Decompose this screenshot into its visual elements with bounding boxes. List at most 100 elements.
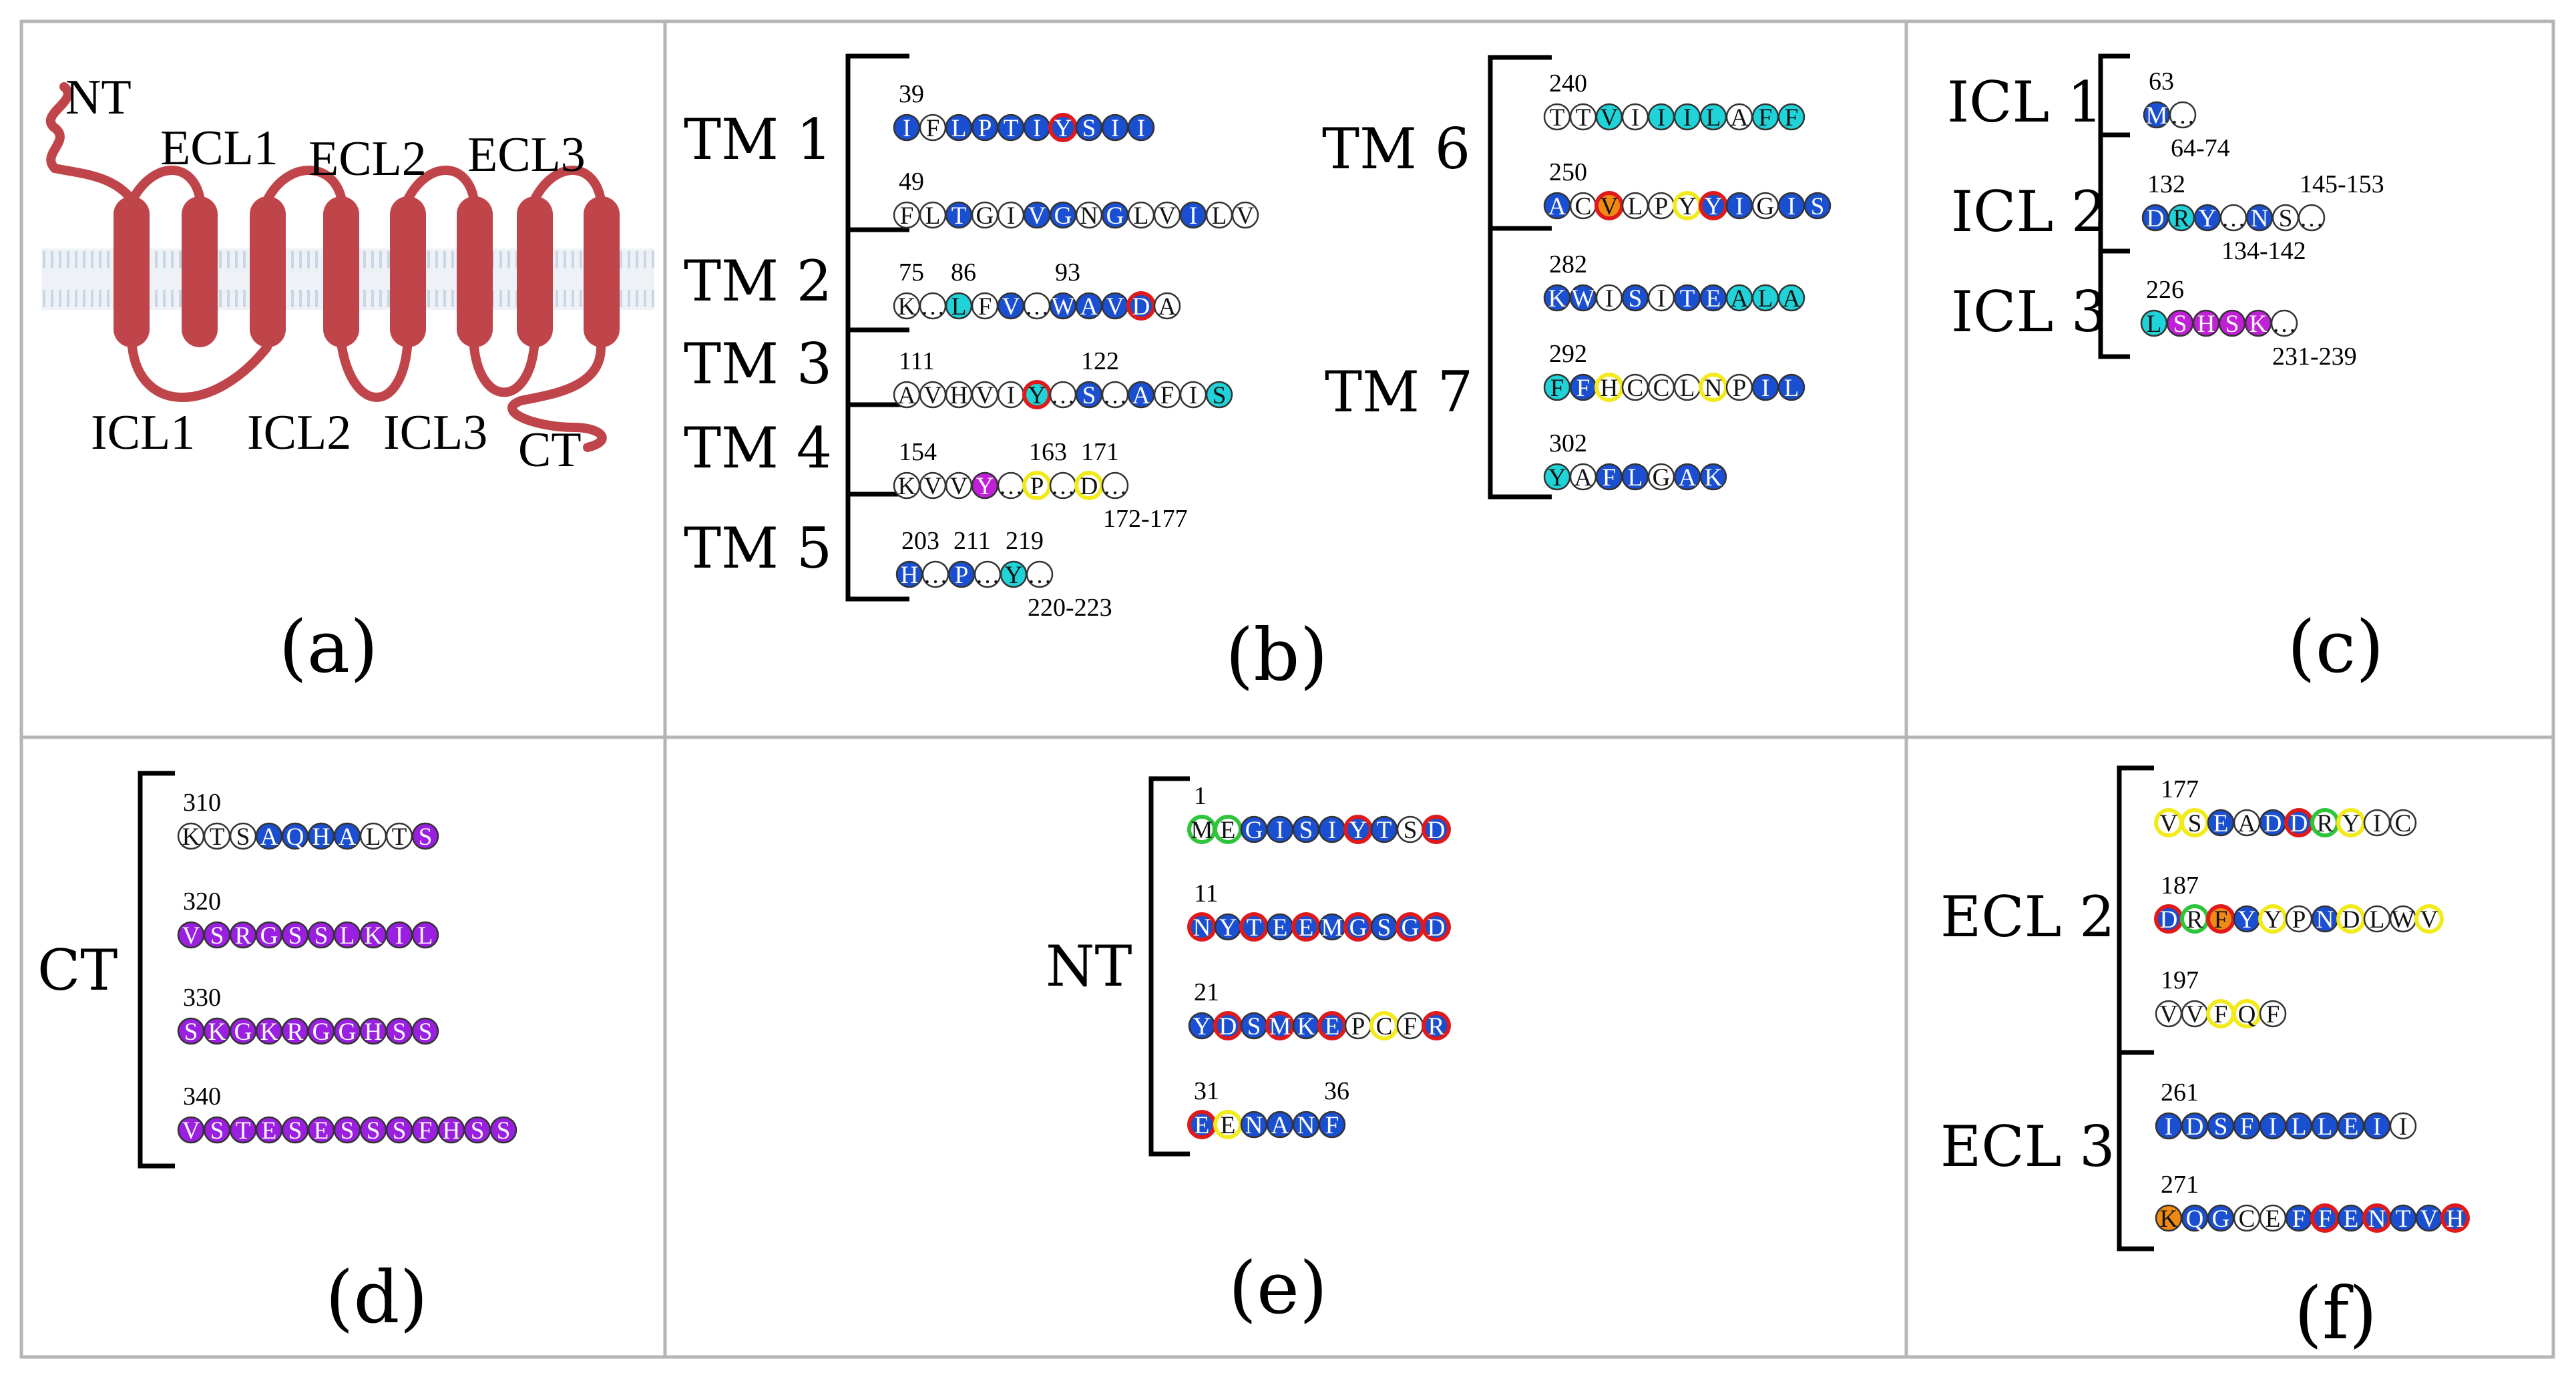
residue-letter: G: [234, 1018, 252, 1046]
residue-letter: F: [2266, 1001, 2280, 1028]
residue-letter: L: [2147, 311, 2162, 338]
residue-letter: C: [2239, 1205, 2256, 1233]
residue-circle: [1318, 1111, 1346, 1139]
residue-letter: D: [1080, 473, 1098, 500]
residue-letter: E: [1325, 1013, 1340, 1040]
residue-letter: V: [1028, 202, 1046, 230]
residue-range: 231-239: [2272, 343, 2357, 371]
residue-letter: G: [976, 202, 994, 230]
residue-letter: A: [339, 823, 357, 851]
residue-letter: D: [1219, 1013, 1237, 1040]
residue-letter: G: [1653, 464, 1671, 492]
residue-letter: H: [443, 1117, 461, 1145]
segment-title-nt: NT: [1046, 934, 1132, 999]
residue-letter: R: [235, 922, 252, 950]
residue-letter: I: [2373, 810, 2381, 837]
residue-letter: I: [1657, 285, 1665, 313]
residue-letter: T: [1680, 285, 1695, 313]
nt-link: [50, 164, 137, 205]
residue-letter: A: [1271, 1112, 1289, 1139]
residue-number: 163: [1029, 438, 1067, 466]
residue-letter: G: [1757, 193, 1775, 220]
residue-letter: S: [1629, 285, 1643, 313]
residue-letter: E: [1299, 914, 1314, 942]
residue-letter: S: [1404, 817, 1418, 844]
residue-letter: E: [2344, 1205, 2359, 1233]
residue-letter: A: [898, 382, 916, 409]
residue-letter: G: [2212, 1205, 2230, 1233]
ecl2-loop: [262, 166, 347, 205]
brackets: [138, 53, 2154, 1251]
residue-letter: L: [1706, 104, 1721, 132]
residue-letter: …: [1025, 293, 1050, 321]
residue-circle: [1422, 1011, 1451, 1040]
residue-letter: I: [1605, 285, 1613, 313]
icl3-loop: [469, 343, 539, 397]
residue-circle: [1699, 463, 1727, 491]
residue-letter: F: [900, 202, 914, 230]
residue-number: 86: [951, 258, 976, 286]
residue-circle: [2298, 204, 2326, 232]
residue-letter: S: [1213, 382, 1227, 409]
residue-number: 93: [1055, 258, 1080, 286]
residue-letter: N: [1080, 202, 1098, 230]
residue-letter: I: [1189, 202, 1197, 230]
residue-letter: G: [1054, 202, 1072, 230]
residue-letter: A: [1731, 285, 1749, 313]
residue-number: 219: [1006, 527, 1044, 555]
topology-label-ecl1: ECL1: [160, 121, 278, 176]
residue-letter: G: [339, 1018, 357, 1046]
segment-title-tm5: TM 5: [684, 516, 832, 581]
residue-letter: C: [2395, 810, 2412, 837]
icl2-loop: [337, 343, 412, 402]
residue-letter: L: [2292, 1113, 2307, 1141]
residue-letter: F: [1759, 104, 1773, 132]
panel-label-a: (a): [279, 606, 379, 689]
segment-title-tm4: TM 4: [684, 415, 832, 481]
residue-letter: S: [419, 823, 433, 851]
residue-number: 171: [1081, 438, 1119, 466]
residue-letter: A: [1783, 285, 1801, 313]
topology-label-ecl3: ECL3: [467, 128, 586, 182]
residue-range: 172-177: [1103, 505, 1188, 533]
residue-number: 203: [901, 527, 939, 555]
panel-label-e: (e): [1229, 1247, 1327, 1330]
receptor-backbone: [45, 82, 607, 452]
residue-letter: F: [978, 293, 992, 321]
residue-range: 64-74: [2171, 134, 2230, 162]
residue-letter: K: [898, 473, 916, 500]
panel-grid-outer: [19, 19, 2555, 1359]
residue-letter: G: [1106, 202, 1124, 230]
residue-letter: I: [2165, 1113, 2173, 1141]
residue-letter: Y: [1054, 115, 1072, 142]
residue-letter: F: [926, 115, 940, 142]
residue-circle: [1803, 192, 1832, 220]
residue-letter: H: [365, 1018, 383, 1046]
residue-number: 250: [1549, 158, 1587, 186]
residue-letter: Y: [1548, 464, 1566, 492]
residue-letter: R: [2187, 906, 2203, 934]
residue-letter: S: [393, 1117, 407, 1145]
residue-letter: A: [1132, 382, 1150, 409]
residue-letter: V: [2160, 810, 2178, 837]
residue-letter: I: [1631, 104, 1639, 132]
residue-circle: [2389, 809, 2417, 837]
residue-letter: T: [392, 823, 407, 851]
residue-letter: I: [903, 115, 911, 142]
residue-letter: V: [1600, 193, 1619, 220]
panel-letters: (a) (b) (c) (d) (e) (f): [279, 606, 2384, 1356]
residue-number: 271: [2161, 1171, 2199, 1199]
bracket-tm6-7: [1488, 55, 1552, 500]
segment-title-ecl3: ECL 3: [1940, 1114, 2115, 1179]
residue-letter: …: [923, 562, 948, 589]
residue-circle: [489, 1116, 517, 1144]
